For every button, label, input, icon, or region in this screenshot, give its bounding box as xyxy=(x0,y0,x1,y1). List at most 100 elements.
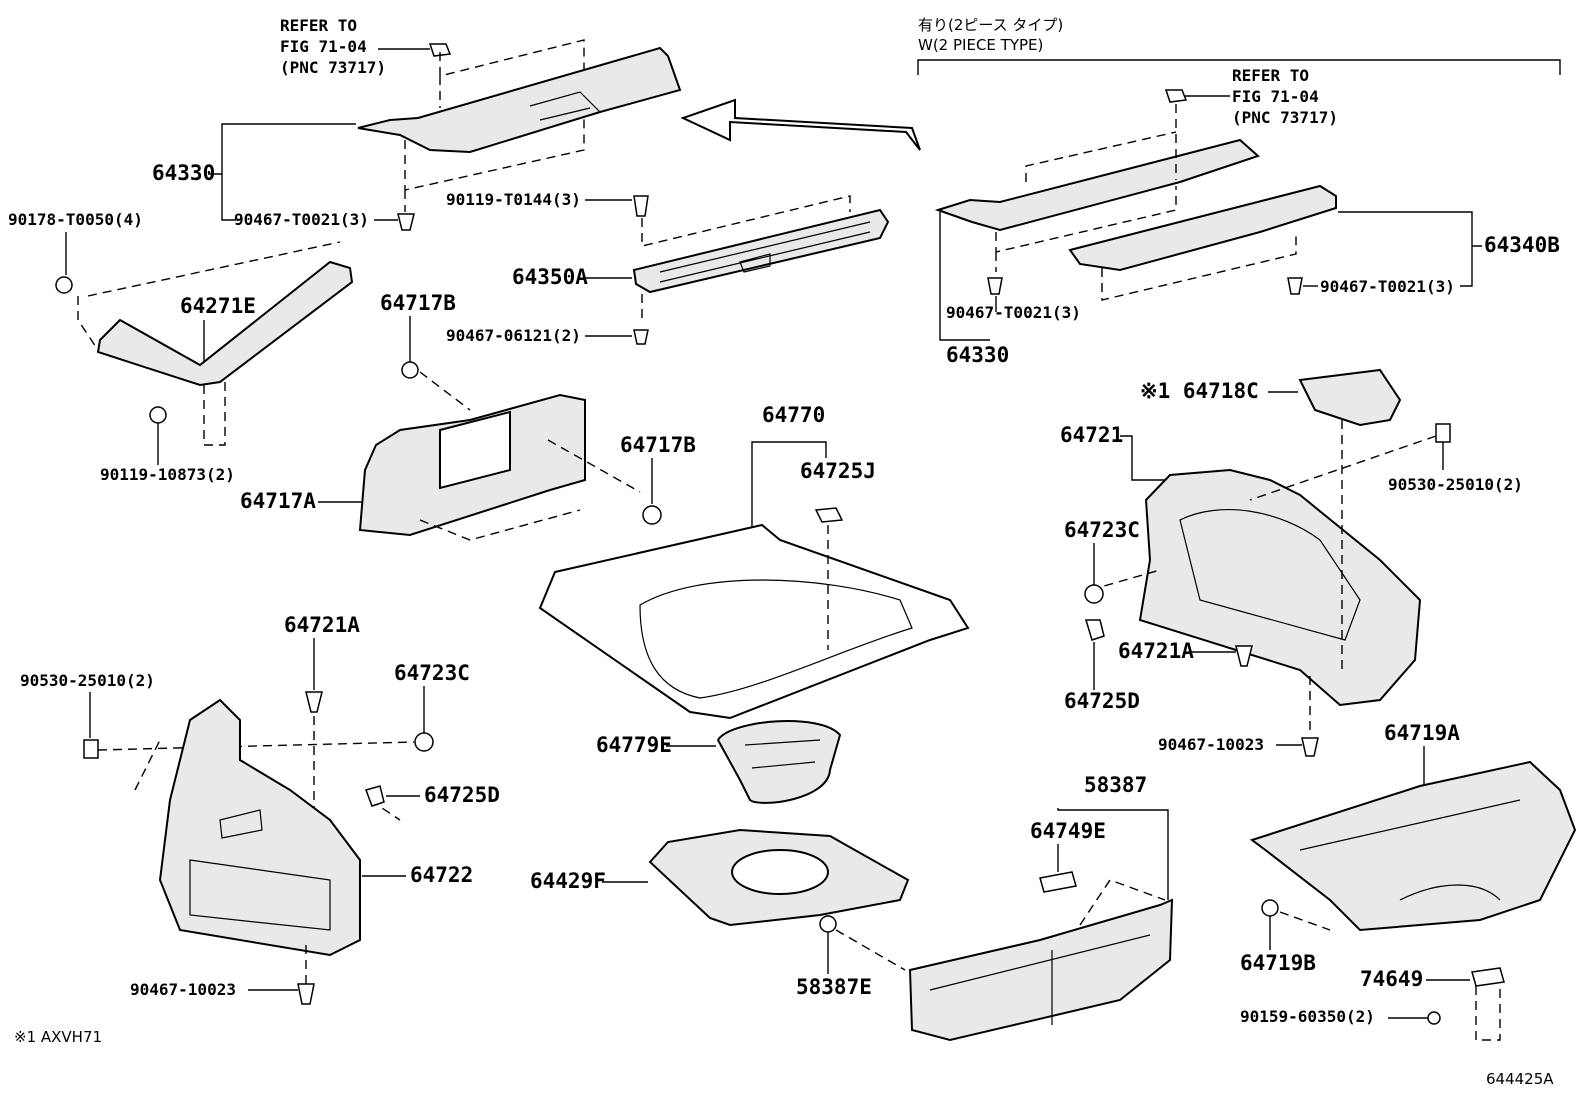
label-64721a-r: 64721A xyxy=(1118,639,1194,663)
trunk-side-trim-64722 xyxy=(158,698,361,957)
label-90467-t0021-c: 90467-T0021(3) xyxy=(1320,277,1455,296)
label-64723c-l: 64723C xyxy=(394,661,470,685)
label-64271e: 64271E xyxy=(180,294,256,318)
label-90467-10023-r: 90467-10023 xyxy=(1158,735,1264,754)
tape-icon xyxy=(1435,423,1451,443)
clip-icon xyxy=(1084,584,1104,604)
lid-clip-dash-guide xyxy=(1279,911,1331,931)
label-64722: 64722 xyxy=(410,863,473,887)
label-64350a: 64350A xyxy=(512,265,588,289)
refer-left-line3: (PNC 73717) xyxy=(280,58,386,77)
tire-block-detail xyxy=(744,739,821,769)
label-64340b: 64340B xyxy=(1484,233,1560,257)
clip-icon xyxy=(401,361,419,379)
panel-detail xyxy=(529,91,601,121)
screw-icon xyxy=(305,691,323,713)
lid-trim-detail xyxy=(1299,799,1521,901)
trim-board-window xyxy=(439,410,511,490)
label-64717b-b: 64717B xyxy=(620,433,696,457)
sill-plate-58387 xyxy=(908,898,1174,1042)
label-64723c-r: 64723C xyxy=(1064,518,1140,542)
clip-icon xyxy=(297,983,315,1005)
variant-en-text: W(2 PIECE TYPE) xyxy=(918,36,1043,54)
side-trim-dash-guides xyxy=(1089,420,1437,670)
leader-64330 xyxy=(208,123,356,221)
tire-block-64779e xyxy=(716,720,842,804)
hook-icon xyxy=(814,507,844,523)
label-64749e: 64749E xyxy=(1030,819,1106,843)
label-64429f: 64429F xyxy=(530,869,606,893)
lock-striker-panel-64350a xyxy=(632,208,890,294)
label-90530-25010-l: 90530-25010(2) xyxy=(20,671,155,690)
refer-right-line2: FIG 71-04 xyxy=(1232,87,1319,106)
clip-icon xyxy=(397,213,415,231)
label-90467-06121: 90467-06121(2) xyxy=(446,326,581,345)
label-64721: 64721 xyxy=(1060,423,1123,447)
upper-trim-panel xyxy=(934,138,1260,232)
screw-icon xyxy=(1427,1011,1441,1025)
label-64330: 64330 xyxy=(152,161,215,185)
leader-64721 xyxy=(1120,435,1172,481)
label-64717a: 64717A xyxy=(240,489,316,513)
label-90159-60350: 90159-60350(2) xyxy=(1240,1007,1375,1026)
left-trim-detail xyxy=(189,809,331,931)
label-90530-25010-r: 90530-25010(2) xyxy=(1388,475,1523,494)
clip-icon xyxy=(987,277,1003,295)
screw-icon xyxy=(1235,645,1253,667)
hook-icon xyxy=(365,785,385,807)
label-64718c: ※1 64718C xyxy=(1140,379,1259,403)
label-58387e: 58387E xyxy=(796,975,872,999)
leader-64330-right xyxy=(939,212,990,341)
floor-mat-64770 xyxy=(538,523,970,720)
clip-icon xyxy=(633,329,649,345)
trunk-side-trim-64721 xyxy=(1138,468,1422,707)
direction-arrow xyxy=(680,98,921,151)
clip-icon xyxy=(428,43,452,57)
label-64725d-l: 64725D xyxy=(424,783,500,807)
nut-icon xyxy=(55,276,73,294)
striker-dash-guides xyxy=(641,195,851,322)
refer-left-line1: REFER TO xyxy=(280,16,357,35)
floor-mat-recess xyxy=(639,579,913,699)
tire-cover-center xyxy=(731,849,829,895)
clip-icon xyxy=(1287,277,1303,295)
label-64719b: 64719B xyxy=(1240,951,1316,975)
sill-plate-detail xyxy=(929,934,1151,1025)
label-90119-10873: 90119-10873(2) xyxy=(100,465,235,484)
handle-dash-guide xyxy=(1475,986,1501,1041)
label-58387: 58387 xyxy=(1084,773,1147,797)
bolt-icon xyxy=(633,195,649,217)
clip-icon xyxy=(1164,89,1188,103)
panel-dash-guides xyxy=(404,39,585,212)
label-64779e: 64779E xyxy=(596,733,672,757)
label-64717b-a: 64717B xyxy=(380,291,456,315)
refer-right-line1: REFER TO xyxy=(1232,66,1309,85)
label-64330-right: 64330 xyxy=(946,343,1009,367)
label-90467-10023-l: 90467-10023 xyxy=(130,980,236,999)
clip-icon xyxy=(1261,899,1279,917)
side-trim-detail xyxy=(1179,509,1361,641)
brace-dash-guides xyxy=(77,241,341,446)
leader-64770 xyxy=(751,441,827,530)
clip-icon xyxy=(819,915,837,933)
footnote-text: ※1 AXVH71 xyxy=(14,1028,102,1046)
label-64770: 64770 xyxy=(762,403,825,427)
label-90467-t0021-b: 90467-T0021(3) xyxy=(946,303,1081,322)
leader-64340b xyxy=(1338,211,1482,287)
label-64719a: 64719A xyxy=(1384,721,1460,745)
trim-board-dash-guides xyxy=(419,371,641,541)
drawing-id: 644425A xyxy=(1486,1070,1554,1088)
variant-jp-text: 有り(2ピース タイプ) xyxy=(918,16,1063,34)
lower-trim-panel xyxy=(1068,184,1337,272)
hook-icon xyxy=(1084,619,1105,641)
label-90119-t0144: 90119-T0144(3) xyxy=(446,190,581,209)
handle-icon xyxy=(1471,967,1505,987)
label-74649: 74649 xyxy=(1360,967,1423,991)
striker-detail xyxy=(659,221,871,283)
right-panel-dash-guides xyxy=(995,104,1297,301)
bolt-icon xyxy=(149,406,167,424)
clip-icon xyxy=(1301,737,1319,757)
label-90178-t0050: 90178-T0050(4) xyxy=(8,210,143,229)
